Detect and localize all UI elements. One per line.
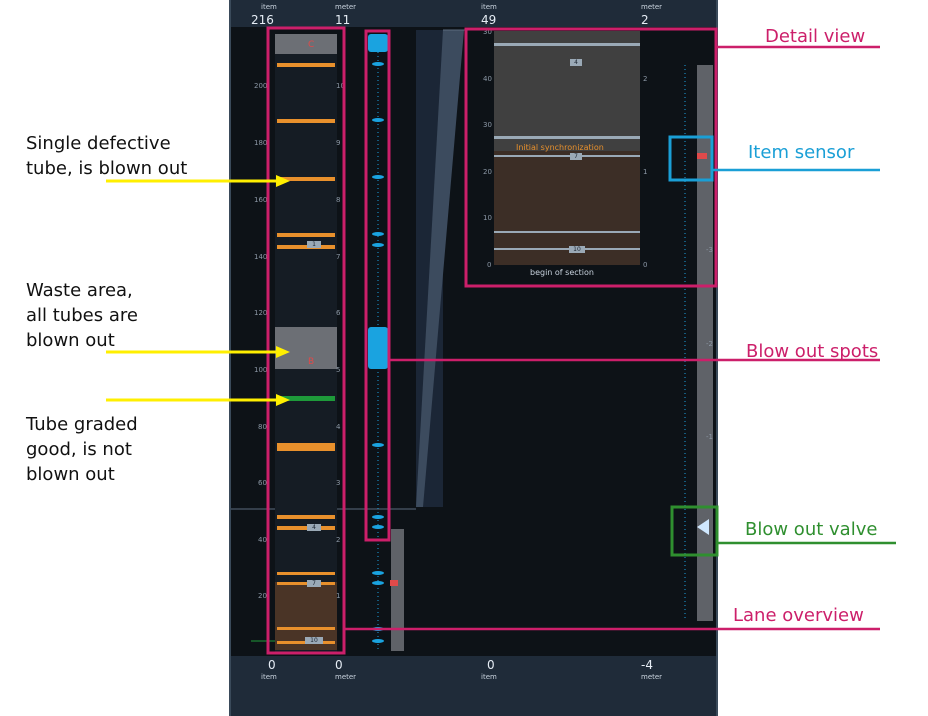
header-left-meter-value: 11 <box>335 13 351 27</box>
header-left-item-label: item <box>261 3 277 11</box>
lane-item-tick: 20 <box>258 592 267 600</box>
lane-sensor-icon <box>390 580 398 586</box>
detail-item-tick: 20 <box>483 168 492 176</box>
detail-item-tick: 10 <box>483 214 492 222</box>
right-scale-tick: -2 <box>706 340 713 348</box>
footer-left-meter-value: 0 <box>335 658 343 672</box>
right-scale-tick: -3 <box>706 246 713 254</box>
lane-overview-box <box>266 26 346 655</box>
lane-item-tick: 140 <box>254 253 268 261</box>
tube-chip: 7 <box>307 580 321 587</box>
lane-meter-tick: 8 <box>336 196 341 204</box>
note-line: blown out <box>26 464 115 485</box>
blow-out-valve-box <box>670 505 719 557</box>
footer-left-item-value: 0 <box>268 658 276 672</box>
lane-meter-tick: 6 <box>336 309 341 317</box>
lane-item-tick: 160 <box>254 196 268 204</box>
lane-item-tick: 180 <box>254 139 268 147</box>
lane-item-tick: 120 <box>254 309 268 317</box>
header-right-meter-value: 2 <box>641 13 649 27</box>
lane-meter-tick: 9 <box>336 139 341 147</box>
lane-item-tick: 200 <box>254 82 268 90</box>
lane-meter-tick: 2 <box>336 536 341 544</box>
lane-meter-tick: 4 <box>336 423 341 431</box>
item-sensor-icon[interactable] <box>697 153 707 159</box>
note-defective: Single defective tube, is blown out <box>26 131 187 181</box>
tube-bars <box>277 63 335 644</box>
detail-item-tick: 30 <box>483 28 492 36</box>
detail-footer-label: begin of section <box>530 268 594 277</box>
note-line: Single defective <box>26 133 171 154</box>
detail-view-box <box>464 27 718 288</box>
footer-right-item-label: item <box>481 673 497 681</box>
callout-blow-out-spots: Blow out spots <box>746 341 879 362</box>
note-line: all tubes are <box>26 305 138 326</box>
note-line: Waste area, <box>26 280 133 301</box>
detail-chip: 4 <box>570 59 582 66</box>
note-good: Tube graded good, is not blown out <box>26 412 138 487</box>
lane-meter-tick: 7 <box>336 253 341 261</box>
waste-area-top <box>275 34 337 54</box>
callout-detail-view: Detail view <box>765 26 866 47</box>
lane-item-tick: 100 <box>254 366 268 374</box>
note-line: tube, is blown out <box>26 158 188 179</box>
blow-spots-box <box>364 29 391 542</box>
footer-right-item-value: 0 <box>487 658 495 672</box>
detail-item-tick: 0 <box>487 261 492 269</box>
sync-label: Initial synchronization <box>516 143 604 152</box>
item-sensor-box <box>668 135 714 182</box>
lane-item-tick: 80 <box>258 423 267 431</box>
header-right-item-label: item <box>481 3 497 11</box>
header-left-meter-label: meter <box>335 3 357 11</box>
right-scale-tick: -1 <box>706 433 713 441</box>
footer-bar: 0 item 0 meter 0 item -4 meter <box>231 656 716 716</box>
zoom-funnel <box>416 30 464 507</box>
detail-chip: 7 <box>570 153 582 160</box>
tube-chip: 10 <box>305 637 323 644</box>
lane-meter-tick: 3 <box>336 479 341 487</box>
lane-item-tick: 40 <box>258 536 267 544</box>
blow-spot-cluster-top <box>368 34 388 52</box>
valve-column <box>697 65 713 621</box>
header-right-item-value: 49 <box>481 13 497 27</box>
note-line: blown out <box>26 330 115 351</box>
blow-out-valve-icon[interactable] <box>697 519 709 535</box>
lane-meter-tick: 1 <box>336 592 341 600</box>
waste-label-b: B <box>308 357 315 367</box>
lane-graphic <box>231 29 716 652</box>
detail-plot: 4 7 10 Initial synchronization <box>494 31 640 265</box>
detail-meter-tick: 2 <box>643 75 648 83</box>
detail-item-tick: 30 <box>483 121 492 129</box>
waste-label-c: C <box>308 40 315 50</box>
callout-item-sensor: Item sensor <box>748 142 855 163</box>
lane-item-tick: 60 <box>258 479 267 487</box>
note-line: good, is not <box>26 439 132 460</box>
good-tube-bar <box>277 396 335 401</box>
tube-chip: 1 <box>307 241 321 248</box>
detail-item-tick: 40 <box>483 75 492 83</box>
lane-meter-tick: 5 <box>336 366 341 374</box>
footer-right-meter-value: -4 <box>641 658 653 672</box>
header-right-meter-label: meter <box>641 3 663 11</box>
footer-left-item-label: item <box>261 673 277 681</box>
footer-right-meter-label: meter <box>641 673 663 681</box>
detail-meter-tick: 0 <box>643 261 648 269</box>
header-bar: item 216 meter 11 item 49 meter 2 <box>231 0 716 27</box>
callout-lane-overview: Lane overview <box>733 605 864 626</box>
lane-meter-tick: 10 <box>336 82 345 90</box>
note-waste: Waste area, all tubes are blown out <box>26 278 138 353</box>
note-line: Tube graded <box>26 414 138 435</box>
tube-chip: 4 <box>307 524 321 531</box>
callout-blow-out-valve: Blow out valve <box>745 519 878 540</box>
footer-left-meter-label: meter <box>335 673 357 681</box>
detail-chip: 10 <box>569 246 585 253</box>
waste-area-b <box>275 327 337 369</box>
header-left-item-value: 216 <box>251 13 274 27</box>
sensor-column <box>391 529 404 651</box>
detail-meter-tick: 1 <box>643 168 648 176</box>
